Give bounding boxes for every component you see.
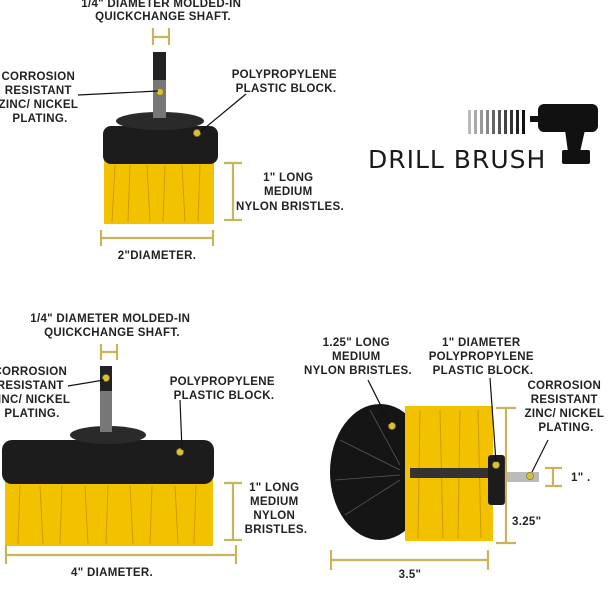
block-2in [103,126,218,164]
bristle-label-4in: 1" LONG MEDIUM NYLON BRISTLES. [245,482,308,536]
bristle-label-2in: 1" LONG MEDIUM NYLON BRISTLES. [236,172,344,213]
bristle-label-cone: 1.25" LONG MEDIUM NYLON BRISTLES. [304,337,412,377]
logo-text: DRILL BRUSH [368,145,546,174]
shaft-label-2in: 1/4" DIAMETER MOLDED-IN QUICKCHANGE SHAF… [81,0,244,23]
plating-label-cone: CORROSION RESISTANT ZINC/ NICKEL PLATING… [525,380,608,434]
plating-label-2in: CORROSION RESISTANT ZINC/ NICKEL PLATING… [0,71,81,125]
brush-2in-image [77,28,247,246]
block-4in [2,440,214,484]
shaft-label-4in: 1/4" DIAMETER MOLDED-IN QUICKCHANGE SHAF… [30,313,193,339]
height-label-cone: 3.25" [512,516,541,528]
block-label-4in: POLYPROPYLENE PLASTIC BLOCK. [170,376,279,402]
brush-4in-image [2,344,242,564]
logo-bars [468,110,525,134]
diameter-label-4in: 4" DIAMETER. [71,567,153,579]
bristles-2in [104,160,214,224]
block-label-2in: POLYPROPYLENE PLASTIC BLOCK. [232,69,341,95]
plating-label-4in: CORROSION RESISTANT ZINC/ NICKEL PLATING… [0,366,73,420]
brush-cone-image [329,377,562,570]
shaft-cone [505,472,539,482]
drill-icon [530,104,598,164]
diameter-label-2in: 2"DIAMETER. [118,250,196,262]
logo: DRILL BRUSH [368,104,598,174]
length-label-cone: 3.5" [399,569,422,581]
shaft-label-cone: 1" . [571,472,590,484]
block-cone [488,455,505,505]
block-label-cone: 1" DIAMETER POLYPROPYLENE PLASTIC BLOCK. [429,337,538,377]
